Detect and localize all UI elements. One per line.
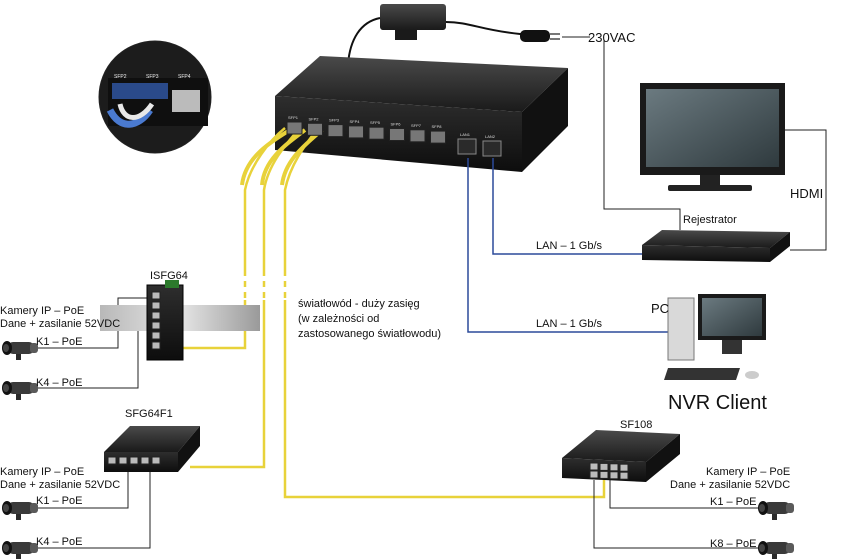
isfg64-port — [151, 341, 161, 350]
isfg64-title: ISFG64 — [150, 270, 188, 282]
sfp-port-label: SFP7 — [411, 123, 422, 128]
rj45-port-label: LAN2 — [485, 134, 496, 139]
sf108-port — [599, 462, 609, 471]
sfp-zoom-callout — [98, 40, 212, 154]
lan-links — [467, 158, 670, 333]
nvr-client-label: NVR Client — [668, 392, 767, 414]
sf108-port — [599, 470, 609, 479]
rj45-port-label: LAN1 — [460, 132, 471, 137]
zoom-port-label: SFP3 — [146, 74, 159, 80]
isfg64-port — [151, 331, 161, 340]
sfg64f1-port — [107, 456, 117, 465]
sfp-port — [286, 121, 303, 135]
camera-sf108-k1 — [758, 501, 794, 520]
pc — [664, 294, 766, 380]
camera-isfg64-k1 — [2, 341, 38, 360]
sfp-port — [307, 122, 323, 136]
isfg64-caption: Kamery IP – PoE Dane + zasilanie 52VDC — [0, 305, 121, 330]
sfp-port — [409, 129, 426, 143]
rj45-port — [482, 140, 502, 157]
sf108-port — [619, 471, 629, 480]
sf108-caption: Kamery IP – PoE Dane + zasilanie 52VDC — [670, 466, 791, 491]
sfp-port — [348, 125, 364, 139]
sfp-port-label: SFP2 — [309, 116, 320, 121]
power-adapter — [347, 4, 541, 65]
sfp-port-label: SFP5 — [370, 120, 381, 125]
isfg64-cam-bottom-label: K4 – PoE — [36, 377, 83, 389]
recorder — [642, 230, 790, 262]
camera-isfg64-k4 — [2, 381, 38, 400]
isfg64-port — [151, 321, 161, 330]
main-switch — [275, 56, 568, 172]
sfp-port — [389, 128, 405, 141]
camera-sfg64f1-k4 — [2, 541, 38, 559]
sfp-port-label: SFP4 — [350, 119, 361, 124]
sfg64f1-cam-bottom-label: K4 – PoE — [36, 536, 83, 548]
hdmi-label: HDMI — [790, 186, 824, 201]
sfp-port-label: SFP6 — [391, 122, 402, 127]
isfg64-port — [151, 311, 161, 320]
sfg64f1-cam-top-label: K1 – PoE — [36, 495, 83, 507]
sfg64f1-port — [129, 456, 139, 465]
zoom-port-label: SFP4 — [178, 74, 191, 80]
sf108-port — [589, 470, 599, 479]
isfg64-port — [151, 291, 161, 300]
sf108-title: SF108 — [620, 419, 653, 431]
sfp-port-label: SFP3 — [329, 118, 340, 123]
sfg64f1-port — [118, 456, 128, 465]
sf108-cam-bottom-label: K8 – PoE — [710, 538, 757, 550]
sfp-port-label: SFP8 — [432, 124, 443, 129]
rj45-port — [457, 138, 477, 155]
sfg64f1-port — [151, 456, 161, 465]
recorder-label: Rejestrator — [683, 214, 737, 226]
power-plug — [520, 30, 590, 42]
sf108-port — [609, 463, 619, 472]
camera-sf108-k8 — [758, 541, 794, 559]
camera-sfg64f1-k1 — [2, 501, 38, 520]
pc-link-label: LAN – 1 Gb/s — [536, 318, 603, 330]
sfg64f1-title: SFG64F1 — [125, 408, 173, 420]
power-voltage-label: 230VAC — [588, 30, 636, 45]
sfp-port — [430, 130, 446, 144]
sf108-cam-top-label: K1 – PoE — [710, 496, 757, 508]
sfp-port-label: SFP1 — [288, 115, 299, 120]
monitor — [640, 83, 785, 191]
sf108-port — [609, 471, 619, 480]
fiber-note: światłowód - duży zasięg (w zależności o… — [298, 298, 442, 340]
sf108-port — [619, 463, 629, 472]
pc-label: PC — [651, 301, 670, 316]
isfg64-cam-top-label: K1 – PoE — [36, 336, 83, 348]
recorder-link-label: LAN – 1 Gb/s — [536, 240, 603, 252]
sfg64f1-caption: Kamery IP – PoE Dane + zasilanie 52VDC — [0, 466, 121, 491]
sfp-port — [327, 124, 344, 138]
sfg64f1-port — [140, 456, 150, 465]
sf108-port — [589, 462, 599, 471]
sfp-port — [368, 126, 385, 140]
zoom-port-label: SFP2 — [114, 74, 127, 80]
isfg64-port — [151, 301, 161, 310]
